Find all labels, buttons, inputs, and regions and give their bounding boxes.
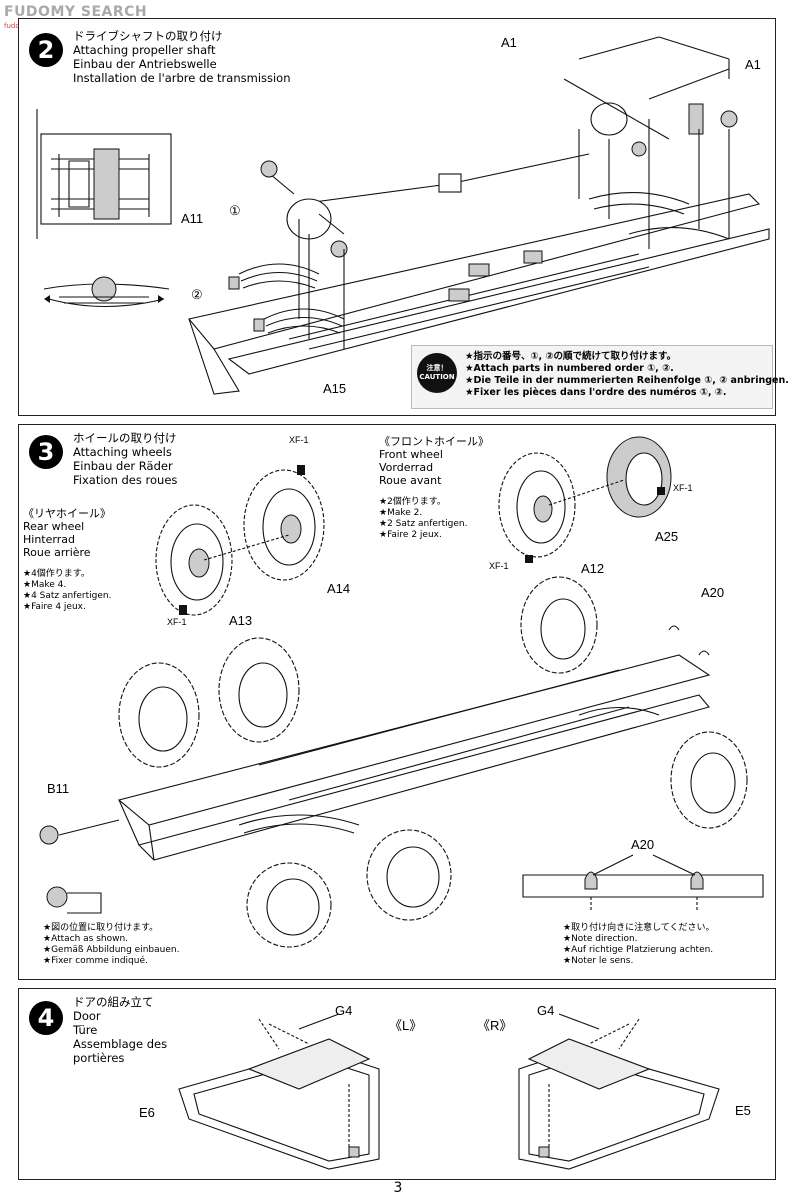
step3-title-en: Attaching wheels: [73, 445, 172, 459]
step2-caution-box: [411, 345, 773, 409]
front-note-de: ★2 Satz anfertigen.: [379, 519, 468, 529]
rear-wheel-en: Rear wheel: [23, 520, 85, 533]
step2-number: 2: [29, 33, 63, 67]
attach-notes: ★図の位置に取り付けます。 ★Attach as shown. ★Gemäß A…: [43, 923, 179, 967]
caution-line-ja: ★指示の番号、①, ②の順で続けて取り付けます。: [465, 351, 677, 362]
step3-chassis-drawing: [39, 576, 748, 948]
step4-number: 4: [29, 1001, 63, 1035]
step4-title-fr2: portières: [73, 1051, 125, 1065]
front-note-fr: ★Faire 2 jeux.: [379, 530, 442, 540]
direction-note-en: ★Note direction.: [563, 934, 638, 944]
door-left-drawing: [178, 1013, 380, 1170]
step4-title-de: Türe: [73, 1023, 98, 1037]
label-b11: B11: [47, 781, 70, 796]
label-xf1-front-right: XF-1: [673, 483, 693, 493]
rear-wheel-drawing: [155, 465, 325, 616]
direction-note-ja: ★取り付け向きに注意してください。: [563, 923, 715, 933]
label-a20-detail: A20: [631, 837, 655, 852]
label-a25: A25: [655, 529, 679, 544]
step3-title-fr: Fixation des roues: [73, 473, 178, 487]
step2-title-ja: ドライブシャフトの取り付け: [73, 29, 223, 43]
a20-direction-detail: [522, 854, 764, 911]
mirror-detail-icon: [46, 886, 102, 914]
rear-wheel-notes: ★4個作ります。 ★Make 4. ★4 Satz anfertigen. ★F…: [23, 569, 111, 613]
rear-wheel-fr: Roue arrière: [23, 546, 91, 559]
label-a1-right: A1: [745, 57, 761, 72]
step3-title-de: Einbau der Räder: [73, 459, 173, 473]
caution-badge-en: CAUTION: [419, 373, 455, 381]
direction-note-de: ★Auf richtige Platzierung achten.: [563, 945, 714, 955]
attach-note-de: ★Gemäß Abbildung einbauen.: [43, 945, 180, 955]
attach-note-ja: ★図の位置に取り付けます。: [43, 923, 159, 933]
attach-note-fr: ★Fixer comme indiqué.: [43, 956, 148, 966]
step2-panel: 2 ドライブシャフトの取り付け Attaching propeller shaf…: [18, 18, 789, 416]
front-note-ja: ★2個作ります。: [379, 497, 446, 507]
step2-inset-side-view: [43, 276, 170, 307]
label-door-right: 《R》: [477, 1018, 513, 1033]
step2-title-de: Einbau der Antriebswelle: [73, 57, 217, 71]
caution-line-fr: ★Fixer les pièces dans l'ordre des numér…: [465, 387, 727, 398]
label-g4-left: G4: [335, 1003, 353, 1018]
rear-wheel-ja: 《リヤホイール》: [23, 507, 111, 520]
step2-title-fr: Installation de l'arbre de transmission: [73, 71, 291, 85]
label-g4-right: G4: [537, 1003, 555, 1018]
step4-title-fr1: Assemblage des: [73, 1037, 168, 1051]
label-a12: A12: [581, 561, 605, 576]
step2-inset-top-view: [36, 109, 172, 239]
label-a1-left: A1: [501, 35, 517, 50]
front-wheel-en: Front wheel: [379, 448, 443, 461]
door-right-drawing: [518, 1013, 720, 1170]
step4-title: ドアの組み立て Door Türe Assemblage des portièr…: [73, 995, 167, 1065]
step2-caution-text: ★指示の番号、①, ②の順で続けて取り付けます。 ★Attach parts i…: [465, 351, 789, 399]
front-wheel-ja: 《フロントホイール》: [379, 435, 489, 448]
step4-title-en: Door: [73, 1009, 101, 1023]
step2-chassis-drawing: [188, 36, 770, 395]
rear-note-de: ★4 Satz anfertigen.: [23, 591, 112, 601]
label-door-left: 《L》: [389, 1018, 423, 1033]
label-e6: E6: [139, 1105, 155, 1120]
caution-line-de: ★Die Teile in der nummerierten Reihenfol…: [465, 375, 789, 386]
rear-wheel-de: Hinterrad: [23, 533, 75, 546]
rear-note-en: ★Make 4.: [23, 580, 67, 590]
label-a13: A13: [229, 613, 253, 628]
rear-note-fr: ★Faire 4 jeux.: [23, 602, 86, 612]
front-wheel-heading: 《フロントホイール》 Front wheel Vorderrad Roue av…: [379, 435, 489, 487]
label-xf1-rear-top: XF-1: [289, 435, 309, 445]
caution-badge-ja: 注意！: [426, 364, 448, 372]
front-wheel-drawing: [498, 436, 672, 563]
page-number: 3: [393, 1180, 403, 1196]
caution-badge: 注意！ CAUTION: [417, 353, 457, 393]
label-xf1-rear-bottom: XF-1: [167, 617, 187, 627]
label-a14: A14: [327, 581, 351, 596]
label-order-1: ①: [229, 203, 241, 218]
label-e5: E5: [735, 1103, 751, 1118]
watermark-text: FUDOMY SEARCH: [4, 4, 148, 20]
step2-title: ドライブシャフトの取り付け Attaching propeller shaft …: [73, 29, 291, 85]
attach-note-en: ★Attach as shown.: [43, 934, 129, 944]
step3-title-ja: ホイールの取り付け: [73, 431, 177, 445]
label-a11: A11: [181, 211, 204, 226]
step4-title-ja: ドアの組み立て: [73, 995, 154, 1009]
caution-line-en: ★Attach parts in numbered order ①, ②.: [465, 363, 674, 374]
step4-panel: 4 ドアの組み立て Door Türe Assemblage des porti…: [18, 988, 776, 1180]
rear-wheel-heading: 《リヤホイール》 Rear wheel Hinterrad Roue arriè…: [23, 507, 111, 559]
rear-note-ja: ★4個作ります。: [23, 569, 90, 579]
step2-title-en: Attaching propeller shaft: [73, 43, 216, 57]
label-xf1-front-bottom: XF-1: [489, 561, 509, 571]
label-a15: A15: [323, 381, 347, 396]
step3-title: ホイールの取り付け Attaching wheels Einbau der Rä…: [73, 431, 177, 487]
step3-number: 3: [29, 435, 63, 469]
front-wheel-fr: Roue avant: [379, 474, 442, 487]
direction-note-fr: ★Noter le sens.: [563, 956, 634, 966]
front-wheel-notes: ★2個作ります。 ★Make 2. ★2 Satz anfertigen. ★F…: [379, 497, 467, 541]
step3-panel: 3 ホイールの取り付け Attaching wheels Einbau der …: [18, 424, 776, 980]
direction-notes: ★取り付け向きに注意してください。 ★Note direction. ★Auf …: [563, 923, 715, 967]
front-wheel-de: Vorderrad: [379, 461, 434, 474]
label-order-2: ②: [191, 287, 203, 302]
front-note-en: ★Make 2.: [379, 508, 423, 518]
label-a20-top: A20: [701, 585, 725, 600]
